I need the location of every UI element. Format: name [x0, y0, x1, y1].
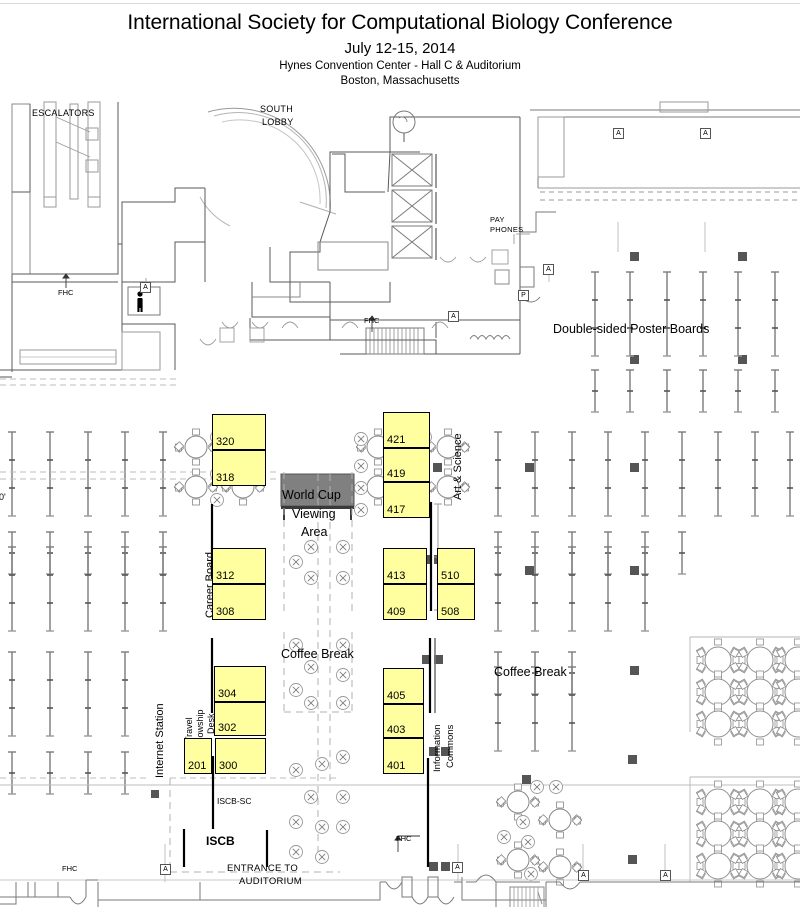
- south-lobby-curve: [199, 107, 337, 227]
- upper-lobby-architecture: [0, 101, 205, 378]
- information-commons-label-line1: Information: [432, 724, 443, 772]
- booth-304[interactable]: 304: [214, 666, 266, 702]
- exit-marker-a-3[interactable]: A: [700, 128, 711, 139]
- booth-318[interactable]: 318: [212, 450, 266, 486]
- banquet-grid-upper-right: [689, 636, 800, 732]
- booth-number-510: 510: [441, 570, 460, 582]
- fhc-marker-upper-left: FHC: [58, 288, 74, 297]
- booth-number-308: 308: [216, 606, 235, 618]
- booth-number-300: 300: [219, 760, 238, 772]
- iscb-label: ISCB: [206, 834, 235, 848]
- booth-421[interactable]: 421: [383, 412, 430, 448]
- booth-419[interactable]: 419: [383, 448, 430, 482]
- booth-number-401: 401: [387, 760, 406, 772]
- upper-right-corridor: [530, 101, 800, 201]
- coffee-break-right-tables: [495, 780, 583, 886]
- exit-marker-a-7[interactable]: A: [452, 862, 463, 873]
- booth-312[interactable]: 312: [212, 548, 266, 584]
- conference-dates: July 12-15, 2014: [344, 40, 456, 57]
- header-rule: [0, 3, 800, 4]
- booth-302[interactable]: 302: [214, 702, 266, 736]
- booth-number-403: 403: [387, 724, 406, 736]
- booth-number-419: 419: [387, 468, 406, 480]
- exit-marker-a-1[interactable]: A: [140, 282, 151, 293]
- south-lobby-label-line1: SOUTH: [260, 104, 293, 114]
- scale-tick-label: 0': [0, 492, 6, 502]
- booth-number-201: 201: [188, 760, 207, 772]
- booth-320[interactable]: 320: [212, 414, 266, 450]
- exit-marker-a-2[interactable]: A: [613, 128, 624, 139]
- parking-marker-p[interactable]: P: [518, 290, 529, 301]
- iscb-sc-label: ISCB-SC: [217, 796, 252, 806]
- south-lobby-label-line2: LOBBY: [262, 117, 294, 127]
- pay-phones-label-line1: PAY: [490, 215, 505, 224]
- auditorium-entrance-label-line1: ENTRANCE TO: [227, 863, 299, 874]
- exit-marker-a-5[interactable]: A: [448, 311, 459, 322]
- lower-marker-leaders: [394, 835, 420, 852]
- booth-409[interactable]: 409: [383, 584, 427, 620]
- booth-number-413: 413: [387, 570, 406, 582]
- fhc-marker-upper-center: FHC: [364, 316, 380, 325]
- booth-number-405: 405: [387, 690, 406, 702]
- fhc-marker-lower-center: FHC: [396, 834, 412, 843]
- booth-300[interactable]: 300: [215, 738, 266, 774]
- booth-510[interactable]: 510: [437, 548, 475, 584]
- booth-number-421: 421: [387, 434, 406, 446]
- world-cup-label-line1: World Cup: [282, 488, 341, 502]
- viewing-area-boundary: [169, 472, 353, 873]
- exit-marker-a-8[interactable]: A: [578, 870, 589, 881]
- booth-number-417: 417: [387, 504, 406, 516]
- fhc-marker-lower-left: FHC: [62, 864, 78, 873]
- coffee-break-center-label: Coffee Break: [281, 647, 354, 661]
- escalators-label: ESCALATORS: [32, 108, 95, 118]
- structural-pillars: [630, 252, 747, 364]
- poster-boards-title: Double-sided Poster Boards: [553, 322, 710, 336]
- booth-405[interactable]: 405: [383, 668, 424, 704]
- banquet-tables-grid-2: [695, 780, 800, 888]
- cocktail-tables-lower-center: [289, 750, 350, 864]
- booth-403[interactable]: 403: [383, 704, 424, 738]
- internet-station-label: Internet Station: [154, 703, 166, 778]
- booth-308[interactable]: 308: [212, 584, 266, 620]
- booth-401[interactable]: 401: [383, 738, 424, 774]
- world-cup-label-line2: Viewing: [292, 507, 336, 521]
- venue-name: Hynes Convention Center - Hall C & Audit…: [279, 60, 521, 72]
- art-science-label: Art & Science: [452, 433, 464, 500]
- coffee-break-right-label: Coffee Break: [494, 665, 567, 679]
- booth-201[interactable]: 201: [184, 738, 212, 774]
- auditorium-entrance-label-line2: AUDITORIUM: [239, 876, 302, 887]
- venue-city: Boston, Massachusetts: [340, 75, 460, 87]
- booth-number-508: 508: [441, 606, 460, 618]
- booth-number-312: 312: [216, 570, 235, 582]
- banquet-tables-grid-1: [695, 638, 800, 746]
- booth-417[interactable]: 417: [383, 482, 430, 518]
- cocktail-tables-viewing-area: [289, 540, 350, 710]
- booth-number-304: 304: [218, 688, 237, 700]
- page-title: International Society for Computational …: [127, 11, 673, 34]
- poster-boards-right: [493, 431, 795, 752]
- restroom-icon: [137, 291, 143, 312]
- information-commons-label-line2: Commons: [445, 724, 456, 768]
- header: International Society for Computational …: [0, 0, 800, 96]
- booth-number-409: 409: [387, 606, 406, 618]
- poster-boards-left: [7, 431, 168, 795]
- lower-architecture: [0, 874, 800, 907]
- booth-508[interactable]: 508: [437, 584, 475, 620]
- booth-413[interactable]: 413: [383, 548, 427, 584]
- door-swings: [199, 249, 509, 346]
- poster-boards-upper-right: [590, 271, 780, 413]
- booth-number-320: 320: [216, 436, 235, 448]
- booth-number-302: 302: [218, 722, 237, 734]
- booth-number-318: 318: [216, 472, 235, 484]
- world-cup-label-line3: Area: [301, 525, 328, 539]
- exit-marker-a-9[interactable]: A: [660, 870, 671, 881]
- pay-phones-label-line2: PHONES: [490, 225, 524, 234]
- exit-marker-a-4[interactable]: A: [543, 264, 554, 275]
- elevator-core: [204, 110, 556, 355]
- exit-marker-a-6[interactable]: A: [160, 864, 171, 875]
